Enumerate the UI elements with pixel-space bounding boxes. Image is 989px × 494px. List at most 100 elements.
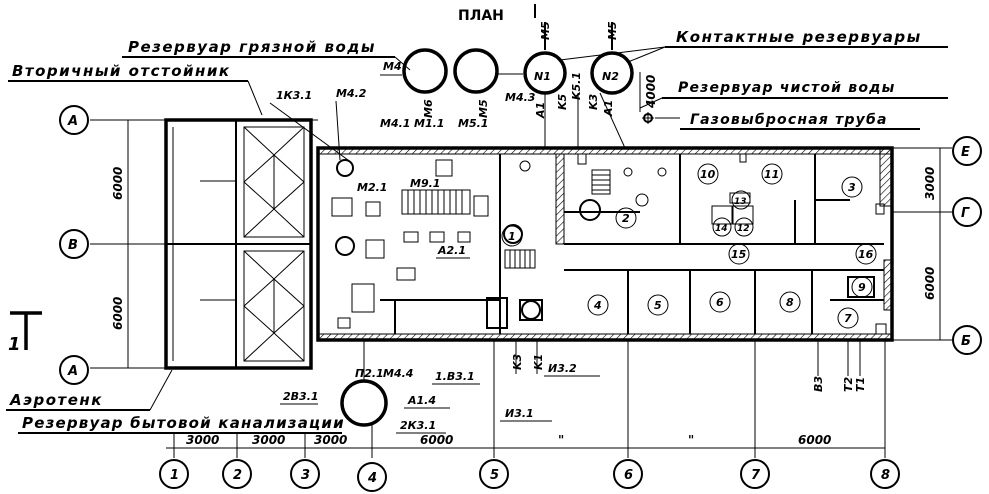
m5-top-label: M5 bbox=[539, 21, 552, 40]
tank-m4-label: M4 bbox=[383, 60, 402, 73]
label-m43: M4.3 bbox=[505, 91, 536, 104]
axis-b-label: В bbox=[68, 238, 78, 253]
label-k51: K5.1 bbox=[570, 72, 583, 100]
axis-7-label: 7 bbox=[751, 468, 761, 483]
room-markers: 1 2 3 4 5 6 7 8 9 10 11 12 13 14 15 16 bbox=[501, 163, 877, 329]
axis-bubble-e bbox=[952, 136, 982, 166]
label-a14: A1.4 bbox=[407, 394, 436, 407]
axis-a-bottom-label: А bbox=[67, 364, 78, 379]
dim-bottom-3-4: 3000 bbox=[314, 433, 347, 447]
plan-title: ПЛАН bbox=[458, 8, 504, 24]
dirty-water-tank-caption: Резервуар грязной воды bbox=[128, 38, 376, 56]
axis-e-label: Е bbox=[961, 145, 970, 160]
household-sewage-tank bbox=[340, 379, 388, 427]
label-1b31: 1.В3.1 bbox=[435, 370, 475, 383]
dim-bottom-7-8: 6000 bbox=[798, 433, 831, 447]
axis-1-label: 1 bbox=[170, 468, 179, 483]
dim-right-top: 3000 bbox=[923, 167, 937, 200]
gas-vent-pipe-caption: Газовыбросная труба bbox=[690, 112, 888, 128]
label-a1b: A1 bbox=[602, 100, 615, 117]
leader-1k31 bbox=[269, 102, 349, 161]
label-m42: M4.2 bbox=[336, 87, 367, 100]
label-i32: И3.2 bbox=[548, 362, 577, 375]
room-8-label: 8 bbox=[786, 296, 794, 309]
room-3-label: 3 bbox=[848, 181, 856, 194]
contact-tank-n2 bbox=[590, 51, 634, 95]
dim-bottom-total: 6000 bbox=[420, 433, 453, 447]
contact-tank-n1-label: N1 bbox=[534, 70, 551, 83]
label-m51: M5.1 bbox=[458, 117, 488, 130]
axis-b-right-label: Б bbox=[961, 334, 971, 349]
dim-bottom-1-2: 3000 bbox=[186, 433, 219, 447]
label-m41: M4.1 bbox=[380, 117, 410, 130]
axis-5-label: 5 bbox=[490, 468, 499, 483]
dim-left-bottom: 6000 bbox=[111, 297, 125, 330]
secondary-settler-leader bbox=[247, 80, 263, 116]
dirty-water-tank-2 bbox=[453, 48, 499, 94]
aerotank-leader bbox=[149, 369, 173, 411]
label-k3b: K3 bbox=[511, 353, 524, 370]
clean-water-tank-caption: Резервуар чистой воды bbox=[678, 80, 896, 96]
bottom-axis-bubbles: 1 2 3 4 5 6 7 8 bbox=[159, 459, 900, 492]
room-5-label: 5 bbox=[654, 299, 662, 312]
bottom-axis-ticks bbox=[173, 340, 886, 458]
axis-bubble-5 bbox=[479, 459, 509, 489]
service-risers bbox=[363, 340, 861, 381]
room-10-label: 10 bbox=[700, 168, 716, 181]
label-a1: A1 bbox=[534, 102, 547, 119]
room-15-label: 15 bbox=[731, 248, 747, 261]
axis-bubble-a-bottom bbox=[59, 355, 89, 385]
label-m21: M2.1 bbox=[357, 181, 387, 194]
dim-left-top: 6000 bbox=[111, 167, 125, 200]
room-6-label: 6 bbox=[716, 296, 724, 309]
label-a21: A2.1 bbox=[437, 244, 466, 257]
label-k3: K3 bbox=[587, 93, 600, 110]
section-mark-label: 1 bbox=[8, 334, 21, 355]
axis-bubble-b-right bbox=[952, 325, 982, 355]
axis-bubble-8 bbox=[870, 459, 900, 489]
label-m11: M1.1 bbox=[414, 117, 444, 130]
label-k1: K1 bbox=[532, 354, 545, 370]
room-4-label: 4 bbox=[593, 299, 602, 312]
pipe-n2-down bbox=[599, 92, 626, 149]
tank-dimension: 4000 bbox=[644, 75, 658, 109]
label-k5: K5 bbox=[556, 93, 569, 110]
room-2-label: 2 bbox=[622, 212, 630, 225]
dim-right-bottom: 6000 bbox=[923, 267, 937, 300]
settler-hoppers bbox=[243, 126, 305, 362]
label-m5: M5 bbox=[477, 99, 490, 118]
label-m91: M9.1 bbox=[410, 177, 440, 190]
axis-8-label: 8 bbox=[881, 468, 890, 483]
household-sewage-caption: Резервуар бытовой канализации bbox=[22, 414, 345, 432]
label-1k31: 1К3.1 bbox=[276, 89, 312, 102]
label-2k31: 2К3.1 bbox=[400, 419, 436, 432]
building-bottom-wall bbox=[317, 333, 893, 341]
label-i31: И3.1 bbox=[505, 407, 534, 420]
axis-bubble-b bbox=[59, 229, 89, 259]
dim-bottom-6-7: " bbox=[688, 433, 694, 447]
contact-tank-n2-label: N2 bbox=[602, 70, 619, 83]
building-right-wall-bottom bbox=[883, 259, 893, 311]
dim-bottom-5-6: " bbox=[558, 433, 564, 447]
axis-bubble-a-top bbox=[59, 105, 89, 135]
label-p21: П2.1 bbox=[355, 367, 384, 380]
axis-g-label: Г bbox=[961, 206, 970, 221]
axis-bubble-4 bbox=[357, 462, 387, 492]
leader-m42 bbox=[335, 100, 341, 161]
axis-bubble-g bbox=[952, 197, 982, 227]
aerotank-caption: Аэротенк bbox=[9, 391, 103, 409]
dirty-water-tank bbox=[402, 48, 448, 94]
clean-water-tank-leader bbox=[639, 97, 663, 109]
interior-wall-hatched bbox=[555, 153, 565, 245]
dim-bottom-2-3: 3000 bbox=[252, 433, 285, 447]
label-m44: M4.4 bbox=[383, 367, 413, 380]
label-t1: T1 bbox=[854, 377, 867, 392]
label-t2: T2 bbox=[842, 376, 855, 392]
room-16-label: 16 bbox=[858, 248, 874, 261]
label-b3: B3 bbox=[812, 376, 825, 392]
room-12-label: 12 bbox=[737, 224, 750, 234]
contact-tanks-leader-2 bbox=[627, 46, 666, 63]
building-top-wall bbox=[317, 147, 893, 155]
axis-4-label: 4 bbox=[367, 471, 377, 486]
room-11-label: 11 bbox=[764, 168, 779, 181]
